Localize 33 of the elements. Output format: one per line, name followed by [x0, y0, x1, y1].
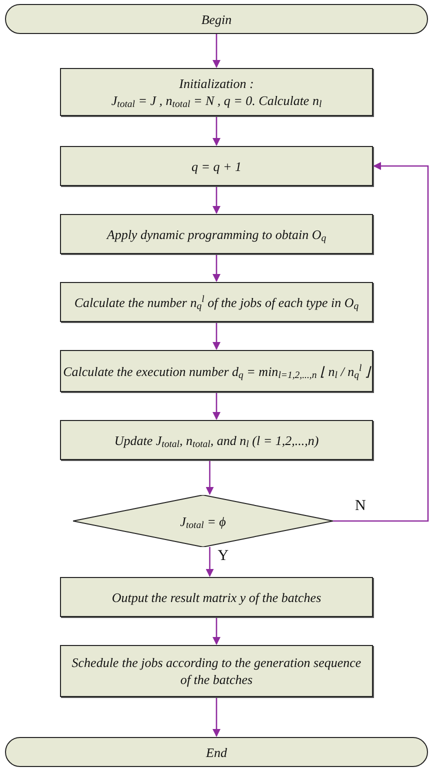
process-box — [60, 146, 373, 186]
node-text: Output the result matrix y of the batches — [112, 588, 322, 606]
process-box — [60, 282, 373, 322]
node-text: J$_{total}$ = ϕ — [180, 512, 226, 530]
process-box — [60, 350, 373, 392]
arrow — [212, 186, 220, 214]
arrow — [212, 322, 220, 350]
node-text: Calculate the number n$_{q}$$^{l}$ of the jobs of each type in O$_{q}$ — [74, 294, 359, 310]
node-text: Begin — [201, 10, 232, 28]
arrow — [212, 34, 220, 68]
arrow — [212, 392, 220, 420]
arrow — [212, 254, 220, 282]
node-text: Apply dynamic programming to obtain O$_{q}$ — [106, 226, 326, 242]
process-box — [60, 68, 373, 116]
arrow — [212, 116, 220, 146]
node-text: J$_{total}$ = J , n$_{total}$ = N , q = 0. Calculate n$_{l}$ — [111, 92, 322, 109]
arrow — [206, 547, 214, 577]
node-text: Schedule the jobs according to the generation sequence of the batches — [70, 654, 362, 688]
node-text: q = q + 1 — [191, 158, 242, 174]
node-text: Initialization : — [179, 75, 254, 92]
node-text: Update J$_{total}$, n$_{total}$, and n$_{l}$ (l = 1,2,...,n) — [114, 432, 319, 448]
arrow — [206, 460, 214, 495]
process-box — [60, 420, 373, 460]
process-box — [60, 577, 373, 617]
arrow — [212, 617, 220, 645]
process-box — [60, 645, 373, 697]
arrow — [212, 697, 220, 737]
node-text: Calculate the execution number d$_{q}$ = min$_{l=1,2,...,n}$ ⌊ n$_{l}$ / n$_{q}$$^{l}$ ⌋ — [63, 362, 370, 380]
arrow — [333, 162, 429, 522]
terminal-pill — [5, 737, 428, 767]
process-box — [60, 214, 373, 254]
terminal-pill — [5, 4, 428, 34]
node-text: End — [206, 744, 227, 760]
